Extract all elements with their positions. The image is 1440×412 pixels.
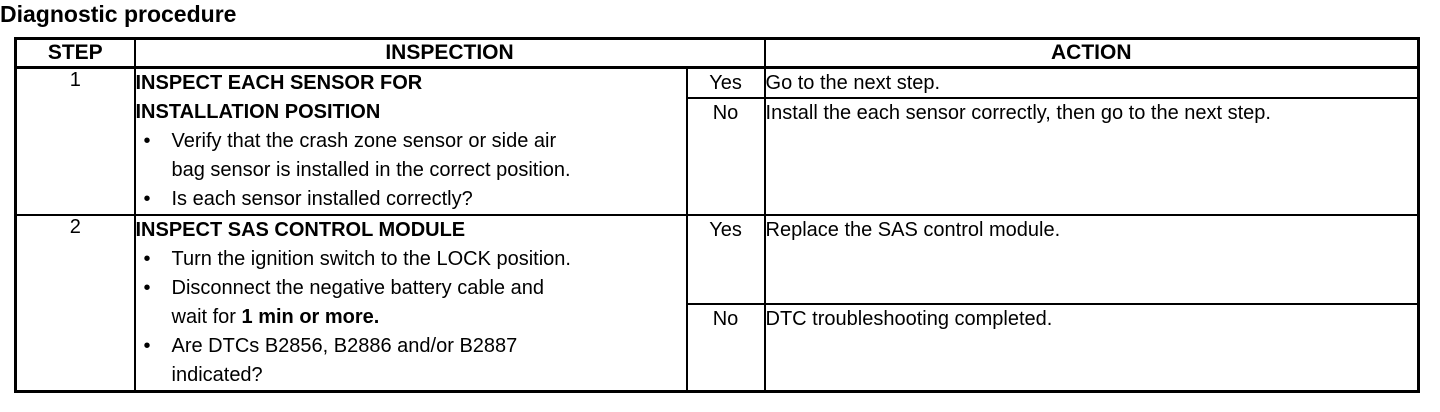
yes-label: Yes <box>685 214 766 305</box>
inspection-cell: INSPECT EACH SENSOR FOR INSTALLATION POS… <box>133 66 688 216</box>
inspection-title: INSPECT SAS CONTROL MODULE <box>135 219 466 241</box>
table-row: 2 INSPECT SAS CONTROL MODULE • Turn the … <box>14 214 1420 393</box>
diagnostic-procedure-table: STEP INSPECTION ACTION 1 INSPECT EACH SE… <box>14 37 1421 393</box>
header-step: STEP <box>14 37 136 69</box>
table-row: 1 INSPECT EACH SENSOR FOR INSTALLATION P… <box>14 66 1420 216</box>
header-action: ACTION <box>763 37 1420 69</box>
emphasis-duration: 1 min or more. <box>241 306 380 328</box>
no-label: No <box>685 302 766 393</box>
no-action: Install the each sensor correctly, then … <box>763 97 1420 216</box>
step-number: 2 <box>14 214 136 393</box>
bullet-icon: • <box>143 188 151 210</box>
bullet-icon: • <box>143 335 151 357</box>
bullet-icon: • <box>143 277 151 299</box>
table-row: No Install the each sensor correctly, th… <box>16 97 1420 216</box>
list-item: • Are DTCs B2856, B2886 and/or B2887 ind… <box>144 332 686 390</box>
yes-label: Yes <box>685 66 766 100</box>
list-item: • Turn the ignition switch to the LOCK p… <box>144 245 686 274</box>
list-item: • Disconnect the negative battery cable … <box>144 274 686 332</box>
no-action: DTC troubleshooting completed. <box>763 302 1420 393</box>
no-label: No <box>685 97 766 216</box>
table-row: No DTC troubleshooting completed. <box>16 302 1420 393</box>
inspection-title: INSPECT EACH SENSOR FOR INSTALLATION POS… <box>135 72 423 123</box>
inspection-cell: INSPECT SAS CONTROL MODULE • Turn the ig… <box>133 214 688 393</box>
table-header-row: STEP INSPECTION ACTION <box>14 37 1420 69</box>
step-number: 1 <box>14 66 136 216</box>
list-item: • Verify that the crash zone sensor or s… <box>144 127 686 185</box>
list-item: • Is each sensor installed correctly? <box>144 185 686 214</box>
yes-action: Replace the SAS control module. <box>763 214 1420 305</box>
bullet-icon: • <box>143 130 151 152</box>
page-title: Diagnostic procedure <box>0 1 237 27</box>
bullet-icon: • <box>143 248 151 270</box>
header-inspection: INSPECTION <box>133 37 766 69</box>
inspection-bullets: • Turn the ignition switch to the LOCK p… <box>136 245 686 390</box>
yes-action: Go to the next step. <box>763 66 1420 100</box>
inspection-bullets: • Verify that the crash zone sensor or s… <box>136 127 686 214</box>
